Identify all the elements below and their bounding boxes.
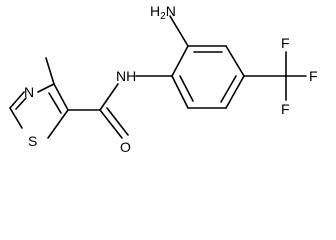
bond-c4-methyl [45, 57, 55, 85]
chemical-structure-diagram: H2N NH N S O F F F [9, 3, 318, 155]
bond-s-c2 [9, 107, 23, 129]
atom-label-ring-n: N [24, 84, 34, 100]
amide-group [67, 75, 173, 139]
bond-carbonyl-o-double [106, 107, 129, 136]
bond-c4-c5 [53, 83, 69, 111]
bond-carbonyl-o [99, 109, 123, 139]
bond-b4-b5-double [220, 75, 237, 103]
atom-label-nh: NH [116, 68, 136, 84]
bond-b6-b1 [171, 75, 189, 109]
atom-label-o: O [120, 139, 131, 155]
bond-c2-n3-double [15, 97, 27, 110]
atom-label-f-right: F [309, 68, 318, 84]
trifluoromethyl-group [243, 51, 307, 101]
bond-b3-b4 [225, 45, 245, 77]
bond-b1-b2 [171, 45, 189, 77]
bond-b6-b1-double [179, 75, 194, 102]
bond-c2-n3 [9, 91, 25, 109]
atom-label-f-bottom: F [281, 101, 290, 117]
bond-carbonyl-nh [99, 83, 119, 111]
atom-label-f-top: F [281, 35, 290, 51]
bond-c5-s [47, 109, 69, 139]
atom-label-ring-s: S [28, 133, 37, 149]
benzene-ring [171, 45, 245, 109]
atom-label-h2n: H2N [150, 3, 176, 22]
thiazole-ring [9, 83, 69, 139]
bond-c4-c5-double [48, 92, 62, 114]
bond-n3-c4 [37, 83, 55, 93]
bond-b4-b5 [225, 75, 245, 109]
bond-b2-nh2 [169, 15, 189, 47]
